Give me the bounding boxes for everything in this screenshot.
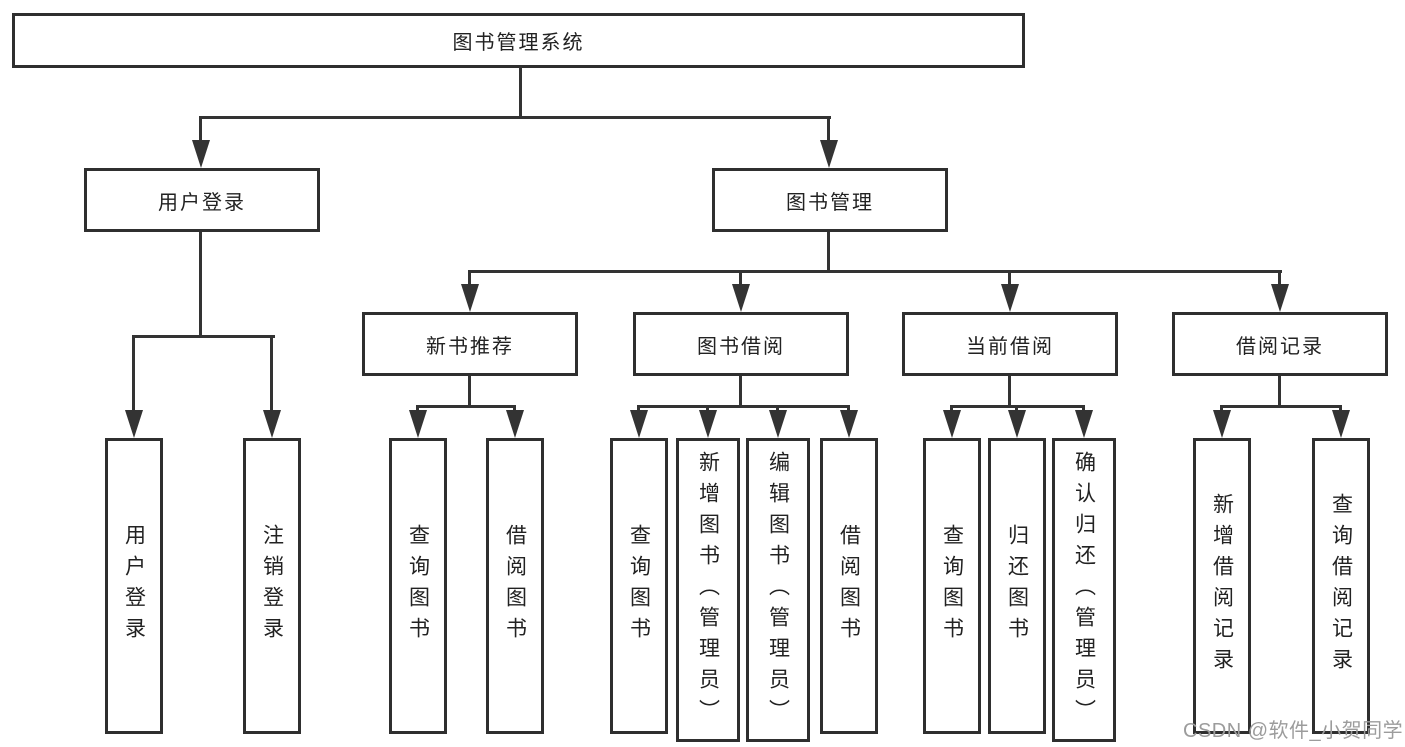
connector-line	[199, 116, 202, 143]
arrow-down-icon	[1271, 284, 1289, 312]
node-borrow-records: 借阅记录	[1172, 312, 1388, 376]
leaf-confirm-return-admin: 确认归还（管理员）	[1052, 438, 1116, 742]
connector-line	[951, 405, 1085, 408]
connector-line	[1278, 270, 1281, 286]
connector-line	[847, 405, 850, 413]
node-current-borrow-label: 当前借阅	[966, 335, 1054, 358]
connector-line	[416, 405, 419, 413]
arrow-down-icon	[263, 410, 281, 438]
leaf-search-books-recommend-label: 查询图书	[406, 524, 430, 648]
leaf-return-books-label: 归还图书	[1005, 524, 1029, 648]
node-root-label: 图书管理系统	[452, 32, 585, 54]
node-book-borrow-label: 图书借阅	[697, 335, 785, 358]
connector-line	[638, 405, 850, 408]
connector-line	[132, 335, 135, 412]
leaf-return-books: 归还图书	[988, 438, 1046, 734]
arrow-down-icon	[192, 140, 210, 168]
arrow-down-icon	[506, 410, 524, 438]
leaf-confirm-return-admin-label: 确认归还（管理员）	[1072, 450, 1096, 730]
arrow-down-icon	[1008, 410, 1026, 438]
leaf-edit-books-admin-label: 编辑图书（管理员）	[766, 450, 790, 730]
connector-line	[706, 405, 709, 413]
arrow-down-icon	[461, 284, 479, 312]
connector-line	[133, 335, 275, 338]
arrow-down-icon	[769, 410, 787, 438]
connector-line	[519, 67, 522, 117]
connector-line	[1008, 376, 1011, 407]
leaf-add-books-admin: 新增图书（管理员）	[676, 438, 740, 742]
connector-line	[1339, 405, 1342, 413]
leaf-search-books-current: 查询图书	[923, 438, 981, 734]
arrow-down-icon	[630, 410, 648, 438]
leaf-add-books-admin-label: 新增图书（管理员）	[696, 450, 720, 730]
connector-line	[776, 405, 779, 413]
leaf-logout: 注销登录	[243, 438, 301, 734]
node-book-management-label: 图书管理	[786, 191, 874, 214]
arrow-down-icon	[409, 410, 427, 438]
leaf-add-borrow-record: 新增借阅记录	[1193, 438, 1251, 734]
arrow-down-icon	[699, 410, 717, 438]
arrow-down-icon	[732, 284, 750, 312]
leaf-search-books-borrow: 查询图书	[610, 438, 668, 734]
node-user-login: 用户登录	[84, 168, 320, 232]
node-borrow-records-label: 借阅记录	[1236, 335, 1324, 358]
leaf-add-borrow-record-label: 新增借阅记录	[1210, 493, 1234, 679]
arrow-down-icon	[1213, 410, 1231, 438]
node-book-management: 图书管理	[712, 168, 948, 232]
connector-line	[468, 270, 471, 286]
node-root: 图书管理系统	[12, 13, 1025, 68]
connector-line	[827, 232, 830, 272]
connector-line	[1221, 405, 1342, 408]
connector-line	[417, 405, 516, 408]
connector-line	[469, 270, 1282, 273]
leaf-search-borrow-record: 查询借阅记录	[1312, 438, 1370, 734]
leaf-borrow-books-recommend-label: 借阅图书	[503, 524, 527, 648]
watermark: CSDN @软件_小贺同学	[1183, 720, 1404, 742]
connector-line	[1082, 405, 1085, 413]
arrow-down-icon	[820, 140, 838, 168]
connector-line	[739, 376, 742, 407]
leaf-borrow-books: 借阅图书	[820, 438, 878, 734]
connector-line	[739, 270, 742, 286]
node-new-book-recommend: 新书推荐	[362, 312, 578, 376]
leaf-borrow-books-label: 借阅图书	[837, 524, 861, 648]
leaf-user-login-label: 用户登录	[122, 524, 146, 648]
connector-line	[270, 335, 273, 412]
arrow-down-icon	[840, 410, 858, 438]
node-new-book-recommend-label: 新书推荐	[426, 335, 514, 358]
node-user-login-label: 用户登录	[158, 191, 246, 214]
leaf-search-books-recommend: 查询图书	[389, 438, 447, 734]
connector-line	[827, 116, 830, 143]
arrow-down-icon	[125, 410, 143, 438]
leaf-search-books-borrow-label: 查询图书	[627, 524, 651, 648]
connector-line	[1278, 376, 1281, 407]
arrow-down-icon	[1001, 284, 1019, 312]
leaf-logout-label: 注销登录	[260, 524, 284, 648]
leaf-edit-books-admin: 编辑图书（管理员）	[746, 438, 810, 742]
connector-line	[1008, 270, 1011, 286]
arrow-down-icon	[1332, 410, 1350, 438]
connector-line	[199, 116, 831, 119]
connector-line	[468, 376, 471, 407]
leaf-borrow-books-recommend: 借阅图书	[486, 438, 544, 734]
connector-line	[199, 232, 202, 338]
node-book-borrow: 图书借阅	[633, 312, 849, 376]
arrow-down-icon	[943, 410, 961, 438]
connector-line	[1220, 405, 1223, 413]
leaf-user-login: 用户登录	[105, 438, 163, 734]
connector-line	[513, 405, 516, 413]
connector-line	[950, 405, 953, 413]
node-current-borrow: 当前借阅	[902, 312, 1118, 376]
connector-line	[637, 405, 640, 413]
arrow-down-icon	[1075, 410, 1093, 438]
leaf-search-borrow-record-label: 查询借阅记录	[1329, 493, 1353, 679]
leaf-search-books-current-label: 查询图书	[940, 524, 964, 648]
connector-line	[1015, 405, 1018, 413]
